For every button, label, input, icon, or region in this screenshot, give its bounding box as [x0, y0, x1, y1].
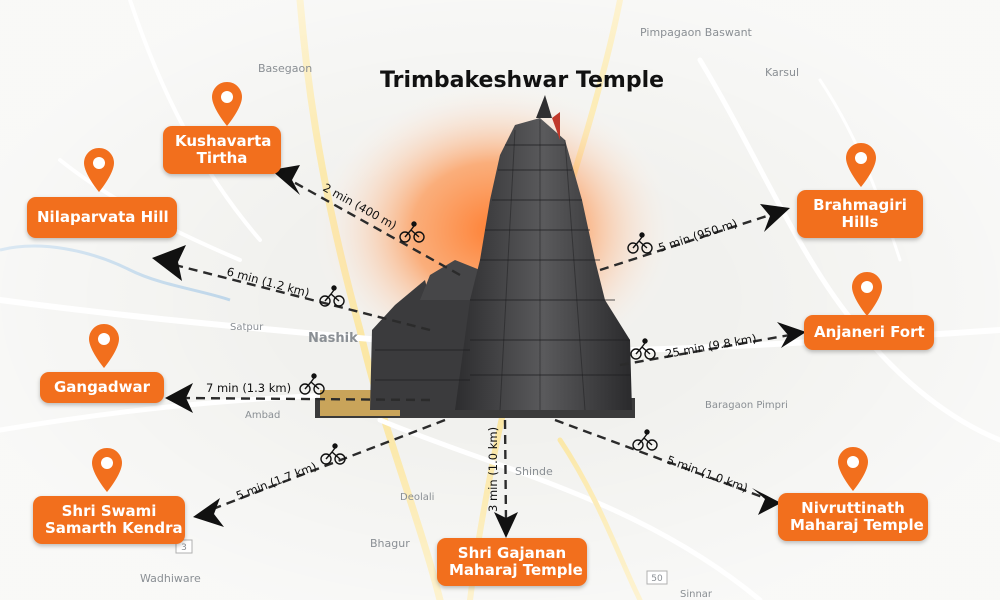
- arrowhead-gajanan: [494, 512, 518, 538]
- location-pin-icon: [89, 324, 119, 368]
- destination-shri-gajanan-maharaj-temple[interactable]: Shri Gajanan Maharaj Temple: [437, 538, 587, 586]
- route-lines: [174, 178, 791, 523]
- destination-brahmagiri-hills[interactable]: Brahmagiri Hills: [797, 190, 923, 238]
- map-label-karsul: Karsul: [765, 66, 799, 79]
- destination-label-line: Samarth Kendra: [45, 519, 183, 537]
- destination-label-line: Shri Gajanan: [457, 544, 567, 562]
- route-line-swami-samarth: [204, 418, 446, 514]
- bicycle-icon: [630, 338, 656, 360]
- destination-label-line: Gangadwar: [53, 378, 151, 396]
- destination-label-line: Nilaparvata Hill: [37, 208, 169, 226]
- map-label-nashik: Nashik: [308, 331, 358, 346]
- map-label-shinde: Shinde: [515, 465, 553, 478]
- destination-nivruttinath-maharaj-temple[interactable]: Nivruttinath Maharaj Temple: [778, 493, 928, 541]
- destination-gangadwar[interactable]: Gangadwar: [40, 372, 164, 403]
- destination-kushavarta-tirtha[interactable]: Kushavarta Tirtha: [163, 126, 281, 174]
- map-label-bhagur: Bhagur: [370, 537, 410, 550]
- route-text-gangadwar: 7 min (1.3 km): [206, 381, 291, 395]
- map-label-basegaon: Basegaon: [258, 62, 312, 75]
- arrowhead-nilaparvata: [152, 245, 186, 281]
- destination-label-line: Brahmagiri: [813, 196, 907, 214]
- map-label-ambad: Ambad: [245, 410, 280, 421]
- destination-nilaparvata-hill[interactable]: Nilaparvata Hill: [27, 197, 177, 238]
- destination-anjaneri-fort[interactable]: Anjaneri Fort: [804, 315, 934, 350]
- route-line-gangadwar: [179, 396, 431, 402]
- destination-label-line: Maharaj Temple: [449, 561, 583, 579]
- route-line-anjaneri: [619, 333, 791, 367]
- map-label-pimpagaon: Pimpagaon Baswant: [640, 26, 753, 39]
- location-pin-icon: [92, 448, 122, 492]
- page-title: Trimbakeshwar Temple: [380, 68, 665, 93]
- bicycle-icon: [320, 443, 346, 465]
- bicycle-icon: [627, 232, 653, 254]
- route-line-kushavarta: [289, 178, 461, 277]
- bicycle-icons: [299, 221, 658, 465]
- destination-label-line: Nivruttinath: [801, 499, 905, 517]
- bicycle-icon: [632, 429, 658, 451]
- map-place-labels: Basegaon Pimpagaon Baswant Karsul Nashik…: [140, 26, 799, 600]
- arrowhead-kushavarta: [271, 165, 300, 195]
- bicycle-icon: [299, 373, 325, 395]
- location-pin-icon: [212, 82, 242, 126]
- route-text-gajanan: 3 min (1.0 km): [486, 427, 500, 512]
- arrowhead-brahmagiri: [760, 204, 790, 232]
- location-pin-icon: [84, 148, 114, 192]
- destination-shri-swami-samarth-kendra[interactable]: Shri Swami Samarth Kendra: [33, 496, 185, 544]
- arrowhead-nivruttinath: [752, 488, 781, 515]
- arrowhead-gangadwar: [165, 383, 193, 413]
- arrowhead-swami-samarth: [193, 498, 224, 527]
- arrowhead-anjaneri: [777, 322, 806, 348]
- road-marker-3: 3: [175, 539, 193, 554]
- route-arrowheads: [152, 165, 806, 538]
- location-pin-icon: [838, 447, 868, 491]
- temple-image: [315, 95, 635, 418]
- bicycle-icon: [319, 285, 345, 307]
- route-line-gajanan: [503, 419, 508, 523]
- map-label-deolali: Deolali: [400, 492, 434, 503]
- destination-label-line: Maharaj Temple: [790, 516, 924, 534]
- location-pin-icon: [852, 272, 882, 316]
- road-marker-50: 50: [646, 570, 668, 585]
- map-label-sinnar: Sinnar: [680, 589, 713, 600]
- road-markers: 3 50: [175, 539, 668, 585]
- destination-label-line: Kushavarta: [175, 132, 272, 150]
- destination-label-line: Anjaneri Fort: [814, 323, 925, 341]
- location-pin-icon: [846, 143, 876, 187]
- map-label-satpur: Satpur: [230, 322, 264, 333]
- bicycle-icon: [399, 221, 425, 243]
- route-line-nivruttinath: [554, 418, 766, 500]
- destination-label-line: Tirtha: [196, 149, 248, 167]
- road-marker-50-text: 50: [651, 574, 663, 584]
- map-label-wadhiware: Wadhiware: [140, 572, 201, 585]
- destination-label-line: Shri Swami: [61, 502, 157, 520]
- map-label-baragaon: Baragaon Pimpri: [705, 400, 788, 411]
- destination-label-line: Hills: [841, 213, 879, 231]
- road-marker-3-text: 3: [181, 543, 187, 553]
